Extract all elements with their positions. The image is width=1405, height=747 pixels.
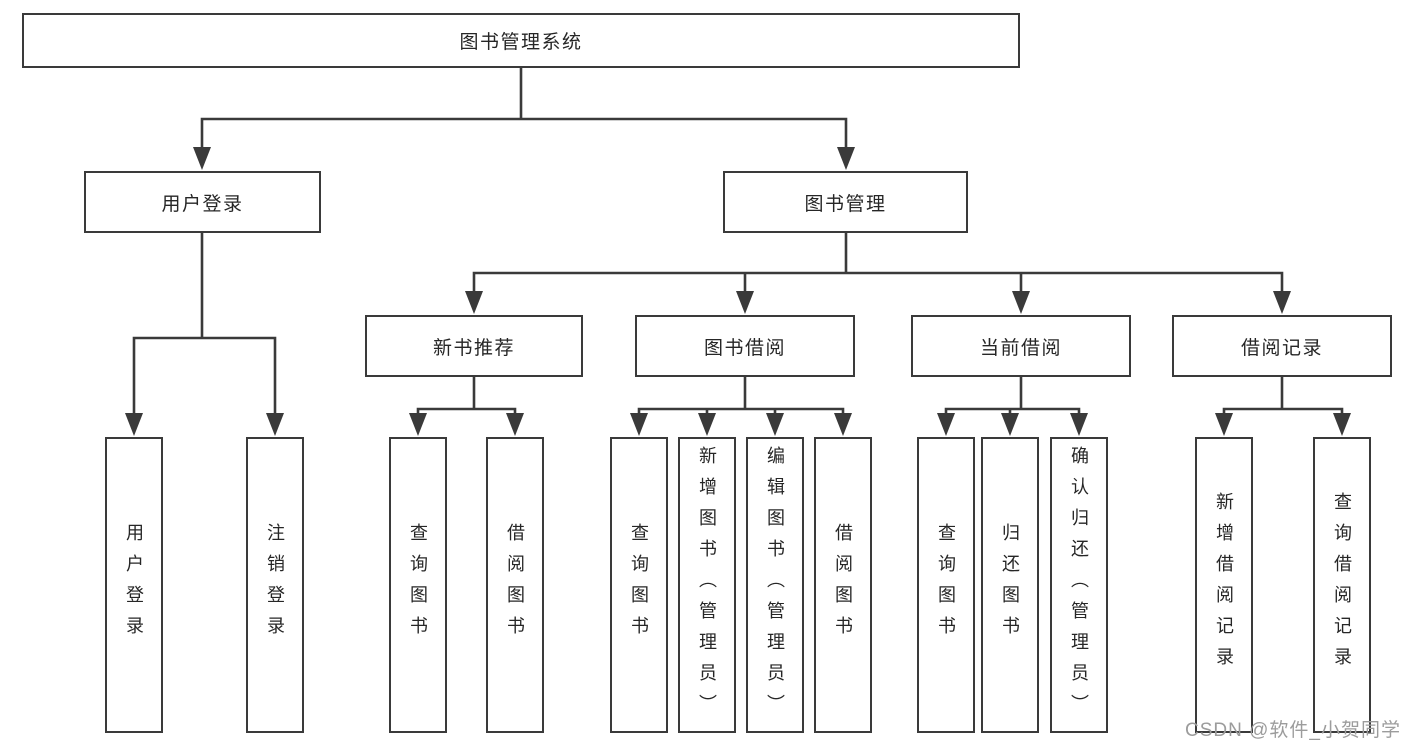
leaf-label: 确认归还（管理员） bbox=[1069, 445, 1089, 725]
connector-root-to-level2 bbox=[200, 68, 848, 151]
leaf-return-book: 归还图书 bbox=[981, 437, 1039, 733]
arrowhead bbox=[766, 413, 784, 436]
leaf-label: 新增图书（管理员） bbox=[697, 445, 717, 725]
connector-bookborrow-to-leaves bbox=[637, 377, 845, 416]
arrowhead bbox=[630, 413, 648, 436]
connector-bookmgmt-to-level3 bbox=[472, 233, 1284, 294]
leaf-label: 查询图书 bbox=[408, 523, 428, 647]
csdn-watermark: CSDN @软件_小贺同学 bbox=[1185, 720, 1401, 741]
connector-paths bbox=[132, 68, 1344, 417]
arrowhead bbox=[698, 413, 716, 436]
leaf-label: 编辑图书（管理员） bbox=[765, 445, 785, 725]
arrowhead bbox=[736, 291, 754, 314]
leaf-query-books-recommend: 查询图书 bbox=[389, 437, 447, 733]
leaf-label: 查询借阅记录 bbox=[1332, 492, 1352, 678]
leaf-confirm-return-admin: 确认归还（管理员） bbox=[1050, 437, 1108, 733]
arrowhead bbox=[465, 291, 483, 314]
connector-userlogin-to-leaves bbox=[132, 233, 277, 417]
node-book-management-branch: 图书管理 bbox=[723, 171, 968, 233]
leaf-label: 查询图书 bbox=[629, 523, 649, 647]
arrowhead bbox=[1001, 413, 1019, 436]
leaf-query-books-current: 查询图书 bbox=[917, 437, 975, 733]
arrowhead bbox=[193, 147, 211, 170]
arrowhead bbox=[1215, 413, 1233, 436]
node-borrowing-records: 借阅记录 bbox=[1172, 315, 1392, 377]
leaf-add-borrow-record: 新增借阅记录 bbox=[1195, 437, 1253, 733]
leaf-label: 新增借阅记录 bbox=[1214, 492, 1234, 678]
arrowhead bbox=[1273, 291, 1291, 314]
arrowhead bbox=[1333, 413, 1351, 436]
arrowhead bbox=[506, 413, 524, 436]
arrowhead bbox=[837, 147, 855, 170]
leaf-label: 借阅图书 bbox=[505, 523, 525, 647]
node-user-login-branch: 用户登录 bbox=[84, 171, 321, 233]
arrowhead bbox=[1070, 413, 1088, 436]
arrowhead bbox=[266, 413, 284, 436]
arrowhead bbox=[1012, 291, 1030, 314]
leaf-label: 归还图书 bbox=[1000, 523, 1020, 647]
connector-newbook-to-leaves bbox=[416, 377, 517, 416]
arrowheads bbox=[125, 147, 1351, 436]
leaf-label: 用户登录 bbox=[124, 523, 144, 647]
arrowhead bbox=[937, 413, 955, 436]
leaf-borrow-books-recommend: 借阅图书 bbox=[486, 437, 544, 733]
leaf-borrow-books: 借阅图书 bbox=[814, 437, 872, 733]
node-new-book-recommendation: 新书推荐 bbox=[365, 315, 583, 377]
leaf-add-book-admin: 新增图书（管理员） bbox=[678, 437, 736, 733]
leaf-query-borrow-record: 查询借阅记录 bbox=[1313, 437, 1371, 733]
leaf-query-books-borrow: 查询图书 bbox=[610, 437, 668, 733]
leaf-label: 注销登录 bbox=[265, 523, 285, 647]
connector-borrowrecords-to-leaves bbox=[1222, 377, 1344, 416]
arrowhead bbox=[834, 413, 852, 436]
leaf-edit-book-admin: 编辑图书（管理员） bbox=[746, 437, 804, 733]
arrowhead bbox=[409, 413, 427, 436]
node-book-borrowing: 图书借阅 bbox=[635, 315, 855, 377]
node-current-borrowing: 当前借阅 bbox=[911, 315, 1131, 377]
leaf-logout: 注销登录 bbox=[246, 437, 304, 733]
leaf-label: 借阅图书 bbox=[833, 523, 853, 647]
node-library-management-system: 图书管理系统 bbox=[22, 13, 1020, 68]
connector-currentborrow-to-leaves bbox=[944, 377, 1081, 416]
leaf-user-login: 用户登录 bbox=[105, 437, 163, 733]
arrowhead bbox=[125, 413, 143, 436]
leaf-label: 查询图书 bbox=[936, 523, 956, 647]
